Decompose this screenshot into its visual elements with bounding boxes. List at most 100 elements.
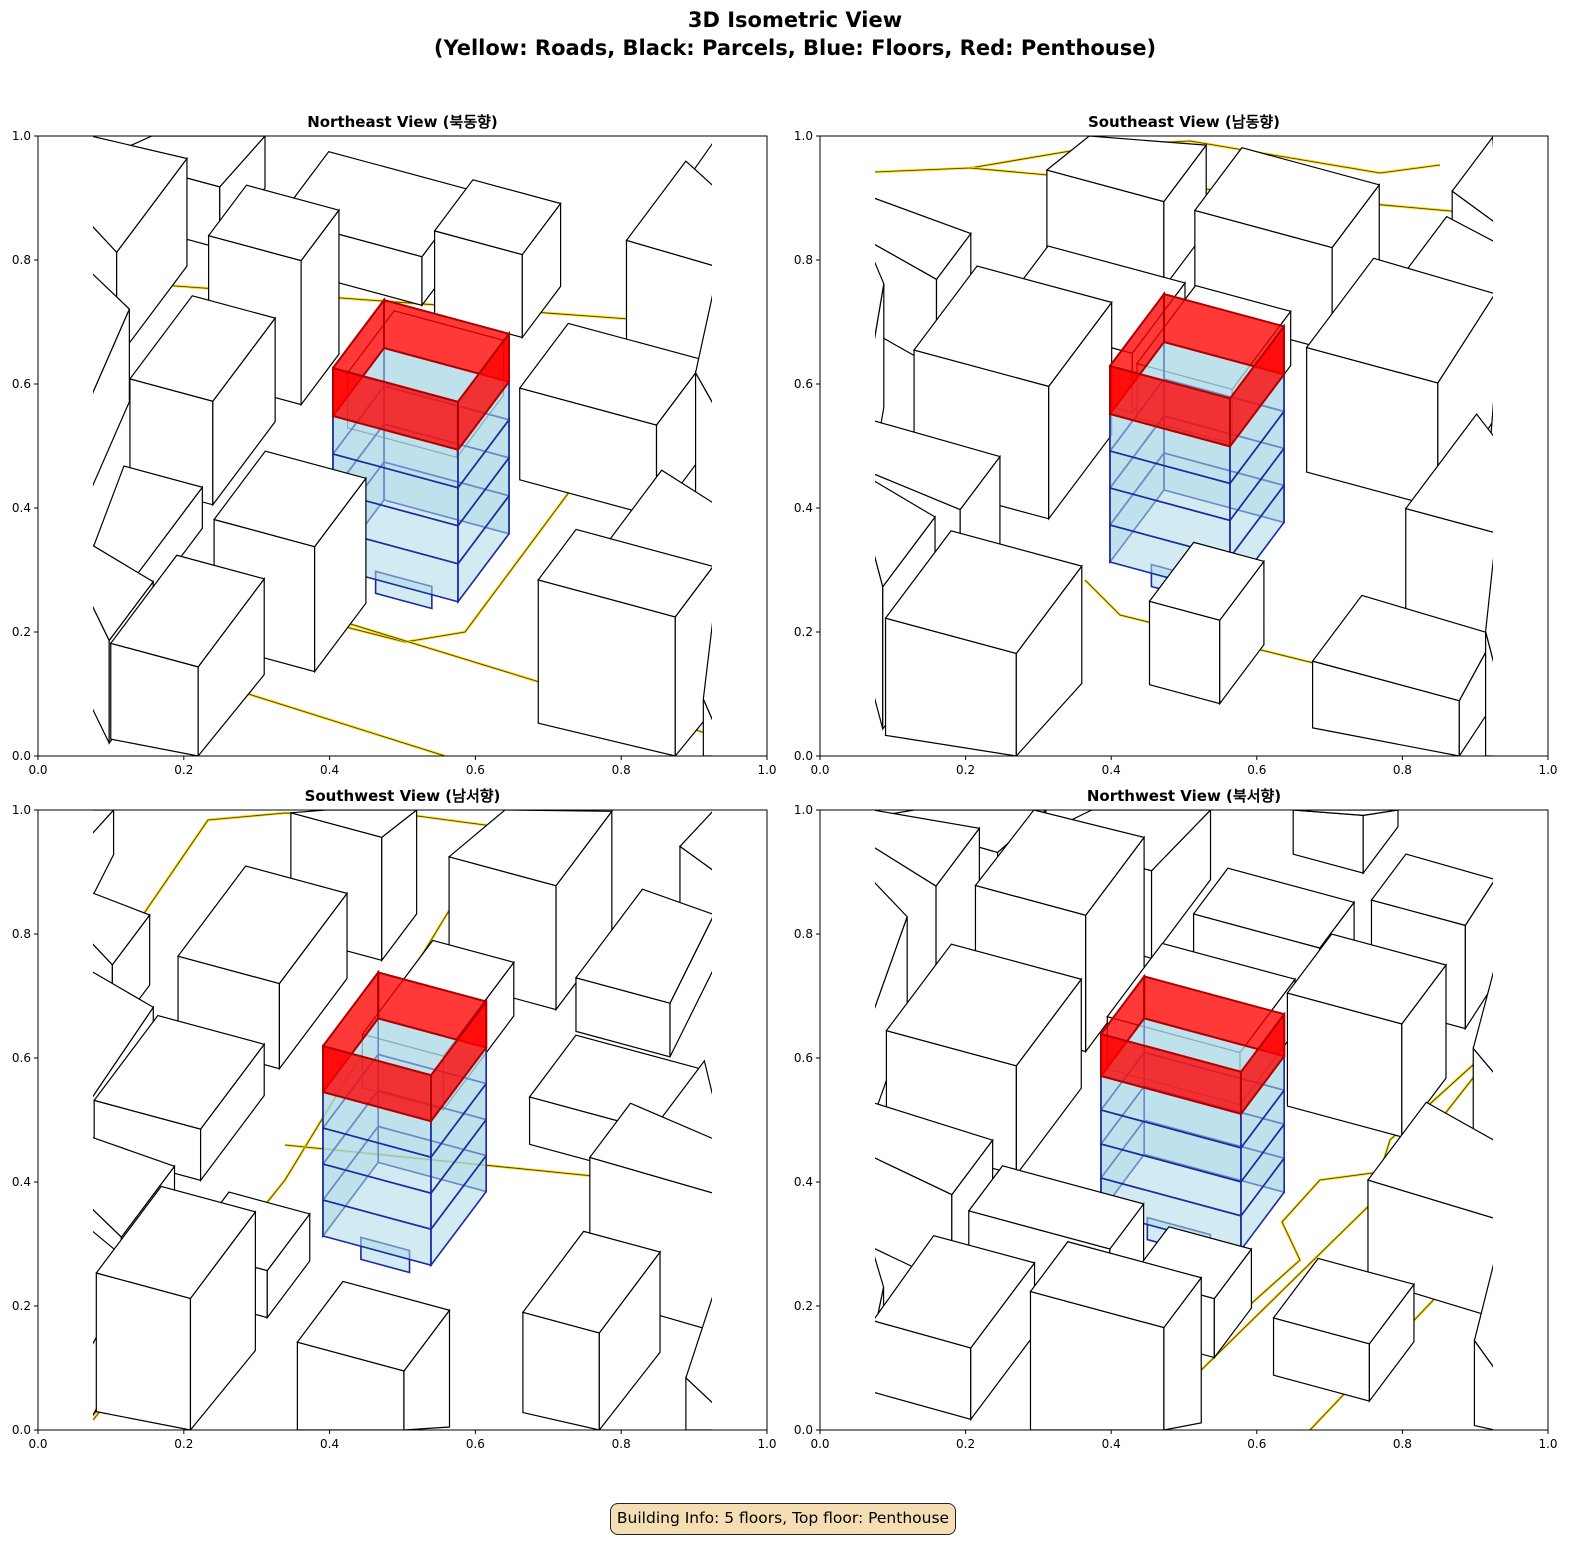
x-tick-label: 0.6 <box>1247 1437 1266 1451</box>
parcel-building-face <box>574 888 712 1004</box>
x-tick-label: 0.0 <box>810 1437 829 1451</box>
x-tick-label: 1.0 <box>1538 1437 1557 1451</box>
parcel-building-face <box>884 530 1083 655</box>
parcel-building-face <box>1485 631 1493 756</box>
x-tick-label: 0.0 <box>28 1437 47 1451</box>
parcel-building-face <box>1451 136 1493 222</box>
panel-title: Southwest View (남서향) <box>305 787 501 805</box>
parcel-building-face <box>694 294 712 403</box>
y-tick-label: 0.8 <box>794 253 813 267</box>
parcel-building-face <box>1192 867 1356 949</box>
parcel-building-face <box>1193 147 1381 249</box>
parcel-building-face <box>1366 1101 1493 1219</box>
axes-frame <box>819 809 1549 1431</box>
y-tick-label: 0.6 <box>794 1051 813 1065</box>
x-tick-label: 1.0 <box>1538 763 1557 777</box>
road-centerline <box>93 279 712 326</box>
y-tick-label: 1.0 <box>12 803 31 817</box>
x-tick-label: 0.2 <box>174 763 193 777</box>
parcel-building-face <box>885 943 1083 1067</box>
parcel-building-face <box>875 1102 994 1196</box>
panel-southwest: Southwest View (남서향) 0.0 0.2 0.4 0.6 0.8 1.0 0.… <box>12 787 777 1451</box>
y-tick-label: 0.6 <box>12 1051 31 1065</box>
y-tick-label: 1.0 <box>794 129 813 143</box>
scene <box>93 136 712 756</box>
parcel-building-face <box>967 1165 1145 1250</box>
y-tick-label: 0.0 <box>12 1423 31 1437</box>
y-tick-label: 1.0 <box>794 803 813 817</box>
x-tick-label: 0.8 <box>612 763 631 777</box>
parcel-building-face <box>93 971 155 1098</box>
penthouse-face <box>1240 1011 1286 1117</box>
parcel-building-face <box>669 917 712 1058</box>
parcel-building-face <box>685 1296 712 1404</box>
x-tick-label: 0.4 <box>320 1437 339 1451</box>
parcel-building-face <box>93 273 131 394</box>
x-tick-label: 0.6 <box>1247 763 1266 777</box>
penthouse-face <box>1229 323 1285 450</box>
parcel-building-face <box>93 136 188 254</box>
x-tick-label: 1.0 <box>757 1437 776 1451</box>
parcel-building-face <box>875 810 981 887</box>
parcel-building-face <box>875 197 972 281</box>
parcel-building-face <box>1472 971 1493 1073</box>
x-tick-label: 0.6 <box>466 763 485 777</box>
parcel-building-face <box>521 1230 662 1334</box>
x-tick-label: 0.8 <box>612 1437 631 1451</box>
figure-title-line2: (Yellow: Roads, Black: Parcels, Blue: Fl… <box>433 36 1157 60</box>
parcel-building-face <box>93 810 115 897</box>
parcel-building-face <box>447 810 614 887</box>
parcel-building-face <box>702 698 712 756</box>
parcel-building-face <box>875 882 908 1009</box>
parcel-building-face <box>679 811 712 871</box>
parcel-building-face <box>1272 1257 1415 1345</box>
parcel-building-face <box>1404 413 1493 533</box>
scene <box>875 810 1493 1430</box>
parcel-building-face <box>177 865 349 985</box>
y-tick-label: 0.8 <box>12 253 31 267</box>
parcel-building-face <box>974 810 1146 916</box>
y-tick-label: 0.2 <box>794 625 813 639</box>
y-tick-label: 0.4 <box>794 501 813 515</box>
y-tick-label: 0.6 <box>794 377 813 391</box>
parcel-building-face <box>875 1256 885 1332</box>
parcel-building-face <box>1286 933 1448 1025</box>
parcel-building-face <box>1473 1263 1493 1368</box>
x-tick-label: 0.0 <box>28 763 47 777</box>
panel-title: Southeast View (남동향) <box>1088 113 1280 131</box>
y-tick-label: 0.2 <box>12 1299 31 1313</box>
road-centerline <box>1109 1046 1493 1430</box>
axes-frame <box>37 809 768 1431</box>
parcel-building-face <box>95 1185 257 1300</box>
parcel-building-face <box>1029 1241 1203 1329</box>
x-tick-label: 0.4 <box>1102 763 1121 777</box>
parcel-building-face <box>702 621 712 721</box>
parcel-building-face <box>128 295 277 402</box>
parcel-building-face <box>588 1102 712 1194</box>
y-tick-label: 0.2 <box>12 625 31 639</box>
y-tick-label: 1.0 <box>12 129 31 143</box>
parcel-building-face <box>625 160 712 266</box>
parcel-building-face <box>381 810 418 963</box>
parcel-building-face <box>875 1234 1036 1349</box>
parcel-building-face <box>1148 541 1265 621</box>
y-tick-label: 0.4 <box>12 1175 31 1189</box>
panel-title: Northeast View (북동향) <box>307 113 498 131</box>
parcel-building-face <box>207 184 340 262</box>
parcel-building-face <box>1305 257 1493 384</box>
parcel-building-face <box>1473 1338 1493 1430</box>
parcel-building-face <box>93 1137 176 1239</box>
x-tick-label: 0.4 <box>1102 1437 1121 1451</box>
penthouse-face <box>430 998 488 1125</box>
parcel-building-face <box>95 1272 192 1430</box>
parcel-building-face <box>1150 810 1212 961</box>
parcel-building-face <box>875 261 885 340</box>
parcel-building-face <box>296 1280 451 1372</box>
parcel-building-face <box>1311 594 1493 702</box>
parcel-building-face <box>1464 881 1493 1031</box>
x-tick-label: 0.8 <box>1393 763 1412 777</box>
x-tick-label: 0.8 <box>1393 1437 1412 1451</box>
parcel-building-face <box>433 179 562 256</box>
